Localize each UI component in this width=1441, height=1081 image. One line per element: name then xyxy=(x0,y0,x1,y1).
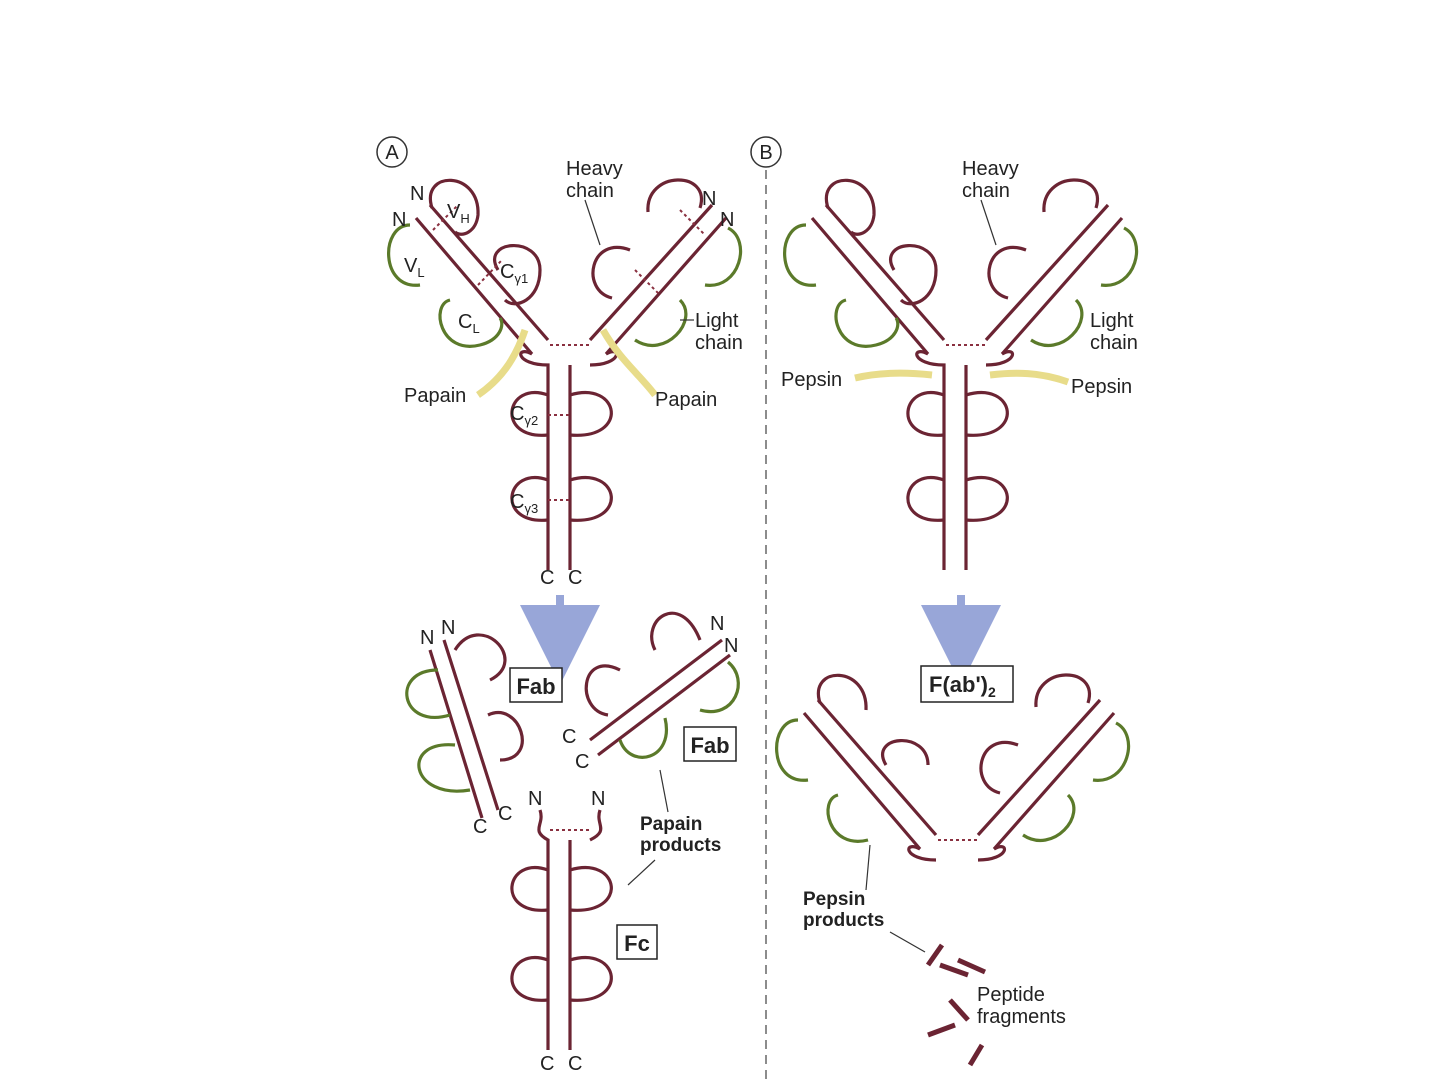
panel-a: A xyxy=(377,137,743,1075)
terminus-c: C xyxy=(540,567,554,589)
papain-arrow-left xyxy=(478,330,525,395)
pepsin-label-right: Pepsin xyxy=(1071,376,1132,398)
papain-label-left: Papain xyxy=(404,385,466,407)
terminus-n: N xyxy=(702,188,716,210)
terminus-n: N xyxy=(392,209,406,231)
terminus-n: N xyxy=(724,635,738,657)
terminus-c: C xyxy=(568,1053,582,1075)
fc-label: Fc xyxy=(624,931,650,956)
domain-cg1: Cγ1 xyxy=(500,261,528,286)
domain-cl: CL xyxy=(458,311,480,336)
panel-a-marker: A xyxy=(385,142,399,164)
terminus-c: C xyxy=(562,726,576,748)
fab2-label: F(ab')2 xyxy=(929,672,996,700)
fab-label-right: Fab xyxy=(690,733,729,758)
terminus-c: C xyxy=(540,1053,554,1075)
domain-vl: VL xyxy=(404,255,425,280)
terminus-c: C xyxy=(568,567,582,589)
pepsin-label-left: Pepsin xyxy=(781,369,842,391)
panel-a-stem xyxy=(512,345,617,570)
terminus-n: N xyxy=(720,209,734,231)
pepsin-arrow-left xyxy=(855,373,932,378)
domain-cg2: Cγ2 xyxy=(510,403,538,428)
fab-label-left: Fab xyxy=(516,674,555,699)
panel-b-marker: B xyxy=(759,142,772,164)
domain-cg3: Cγ3 xyxy=(510,491,538,516)
terminus-n: N xyxy=(528,788,542,810)
terminus-n: N xyxy=(710,613,724,635)
terminus-n: N xyxy=(441,617,455,639)
terminus-c: C xyxy=(575,751,589,773)
terminus-n: N xyxy=(591,788,605,810)
domain-vh: VH xyxy=(447,201,470,226)
pepsin-arrow-right xyxy=(990,373,1068,382)
terminus-c: C xyxy=(498,803,512,825)
terminus-n: N xyxy=(420,627,434,649)
papain-label-right: Papain xyxy=(655,389,717,411)
fab-fragment-left xyxy=(407,635,522,818)
fc-fragment xyxy=(512,810,611,1050)
terminus-n: N xyxy=(410,183,424,205)
terminus-c: C xyxy=(473,816,487,838)
